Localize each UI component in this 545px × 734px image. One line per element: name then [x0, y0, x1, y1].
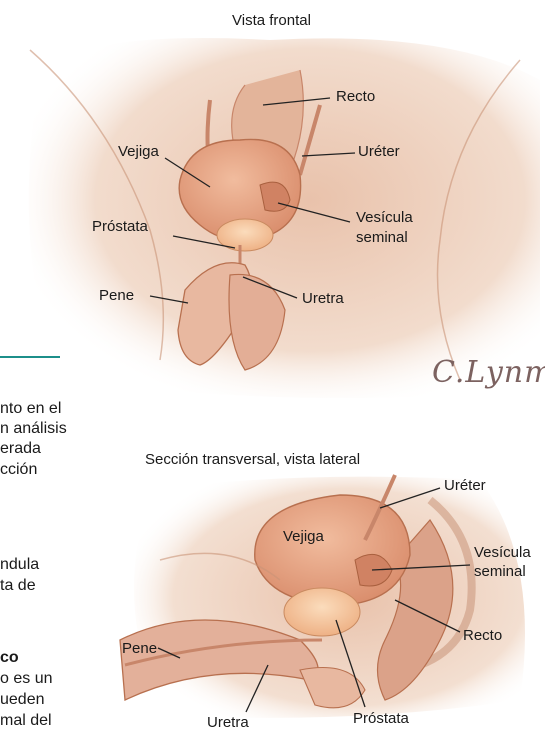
side-text-line-2: n análisis [0, 419, 67, 438]
label-vesicula-frontal-1: Vesícula [356, 209, 413, 226]
section-divider-rule [0, 356, 60, 358]
label-recto-frontal: Recto [336, 88, 375, 105]
label-vesicula-frontal-2: seminal [356, 229, 408, 246]
side-text-heading: co [0, 648, 19, 667]
label-vesicula-lateral-2: seminal [474, 563, 526, 580]
side-text-line-11: ueden [0, 690, 45, 709]
label-ureter-lateral: Uréter [444, 477, 486, 494]
label-pene-frontal: Pene [99, 287, 134, 304]
side-text-line-1: nto en el [0, 399, 61, 418]
label-pene-lateral: Pene [122, 640, 157, 657]
side-text-line-6: ndula [0, 555, 39, 574]
label-uretra-lateral: Uretra [207, 714, 249, 731]
label-ureter-frontal: Uréter [358, 143, 400, 160]
label-uretra-frontal: Uretra [302, 290, 344, 307]
lateral-view-drawing [120, 475, 525, 718]
side-text-line-4: cción [0, 460, 37, 479]
frontal-view-title: Vista frontal [232, 12, 311, 29]
lateral-prostate [284, 588, 360, 636]
side-text-line-3: erada [0, 439, 41, 458]
label-prostata-frontal: Próstata [92, 218, 148, 235]
label-prostata-lateral: Próstata [353, 710, 409, 727]
label-vejiga-frontal: Vejiga [118, 143, 159, 160]
label-recto-lateral: Recto [463, 627, 502, 644]
artist-signature: C.Lynm [432, 355, 545, 390]
side-text-line-7: ta de [0, 576, 36, 595]
label-vejiga-lateral: Vejiga [283, 528, 324, 545]
side-text-line-12: mal del [0, 711, 52, 730]
label-vesicula-lateral-1: Vesícula [474, 544, 531, 561]
lateral-view-title: Sección transversal, vista lateral [145, 451, 360, 468]
side-text-line-10: o es un [0, 669, 52, 688]
